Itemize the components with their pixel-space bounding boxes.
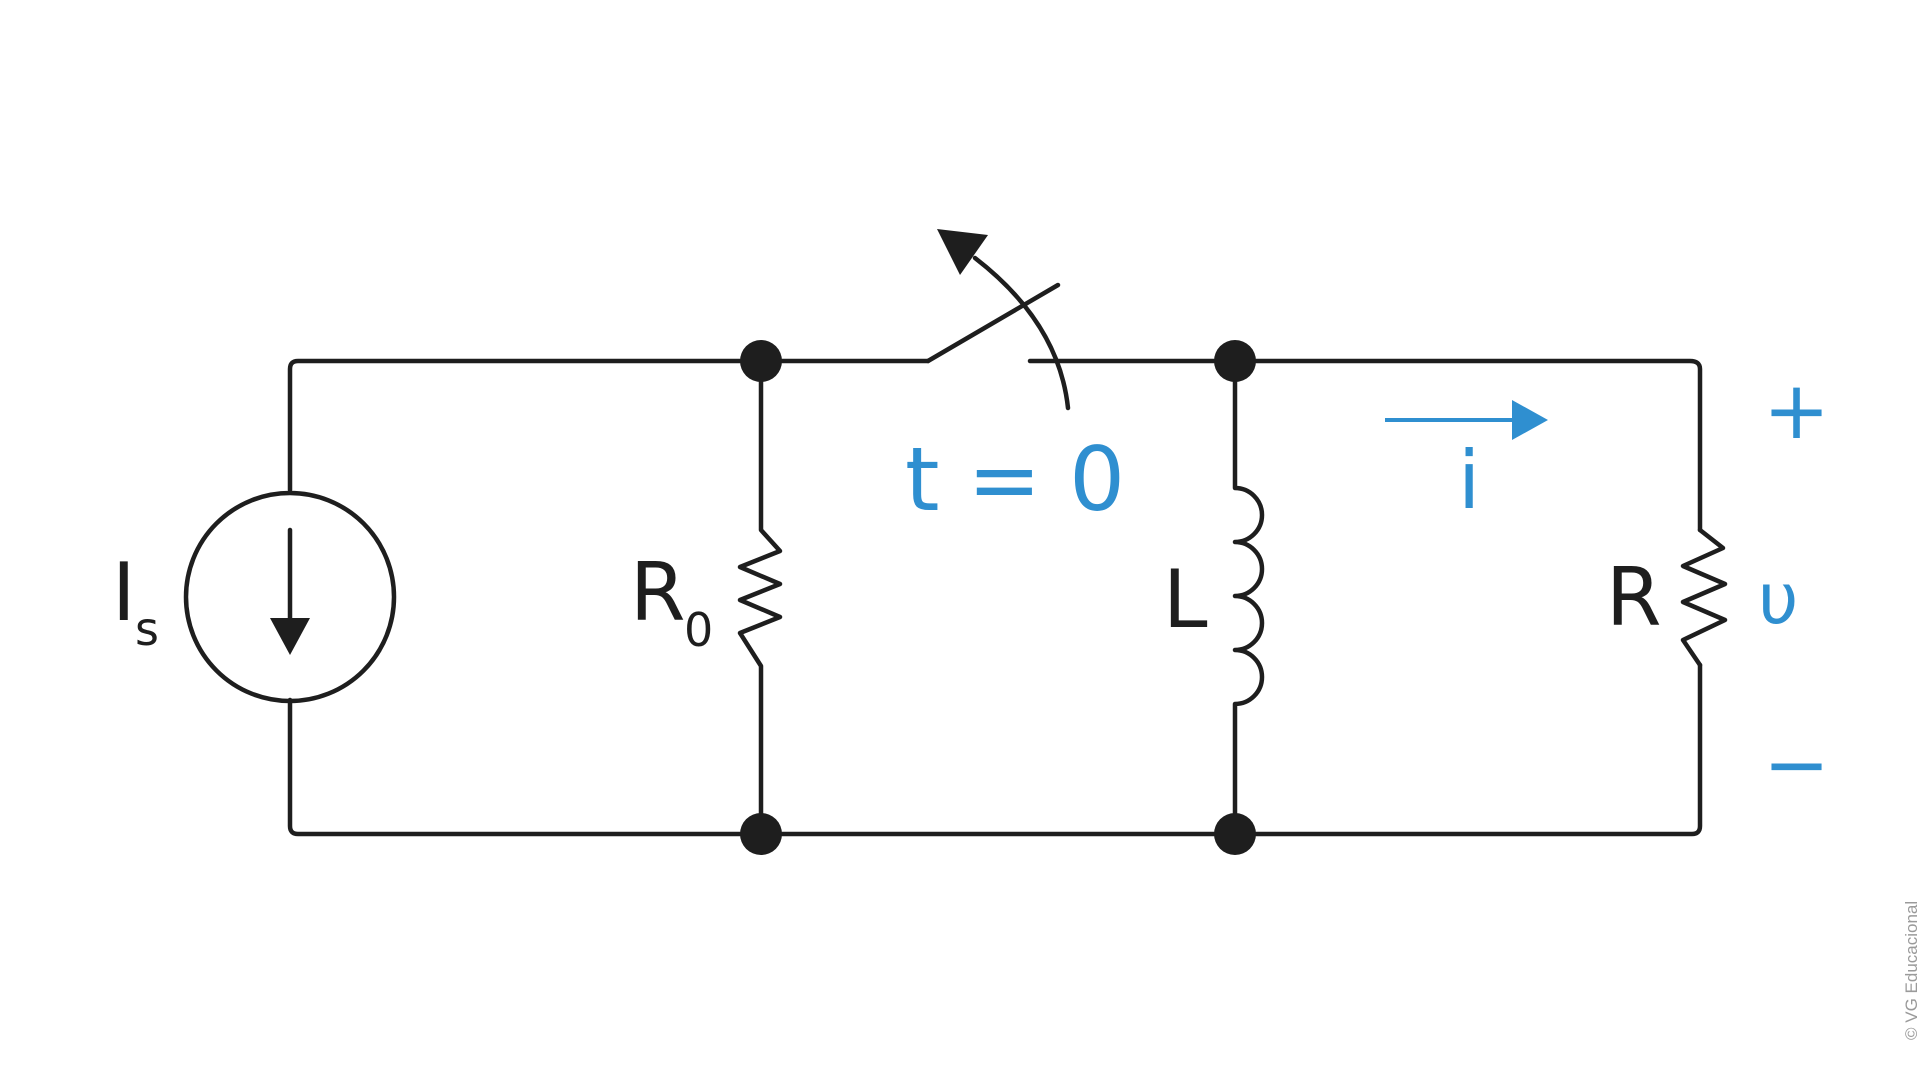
- inductor: [1232, 358, 1265, 837]
- resistor-r: [1680, 527, 1728, 668]
- node-top-left: [740, 340, 782, 382]
- resistor-r0: [737, 358, 783, 837]
- switch-rotation-arrow-head: [937, 229, 988, 275]
- switch-blade: [925, 282, 1061, 364]
- label-current: i: [1458, 434, 1480, 527]
- wire-bottom: [287, 662, 1703, 837]
- node-top-right: [1214, 340, 1256, 382]
- wire-top-right: [1027, 358, 1703, 533]
- label-source: I: [112, 546, 136, 639]
- resistor-r-symbol: [1680, 527, 1728, 668]
- switch: [925, 229, 1071, 411]
- resistor-r0-symbol: [737, 358, 783, 837]
- label-voltage: υ: [1758, 558, 1799, 640]
- inductor-coil: [1232, 358, 1265, 837]
- label-switch-time: t = 0: [905, 428, 1125, 531]
- label-r0-sub: 0: [684, 603, 713, 657]
- node-bottom-left: [740, 813, 782, 855]
- label-source-sub: s: [135, 602, 159, 656]
- current-arrow-head: [1512, 400, 1548, 440]
- current-source: [183, 490, 397, 704]
- node-bottom-right: [1214, 813, 1256, 855]
- copyright-text: © VG Educacional: [1902, 900, 1920, 1040]
- switch-rotation-arrow: [972, 255, 1071, 411]
- label-minus: −: [1763, 718, 1830, 811]
- current-source-arrow-head: [270, 618, 310, 655]
- label-inductor: L: [1163, 553, 1208, 646]
- label-r0: R: [630, 546, 686, 639]
- label-resistor: R: [1606, 551, 1662, 644]
- current-source-circle: [183, 490, 397, 704]
- label-plus: +: [1763, 364, 1830, 457]
- wire-top-left: [287, 358, 931, 493]
